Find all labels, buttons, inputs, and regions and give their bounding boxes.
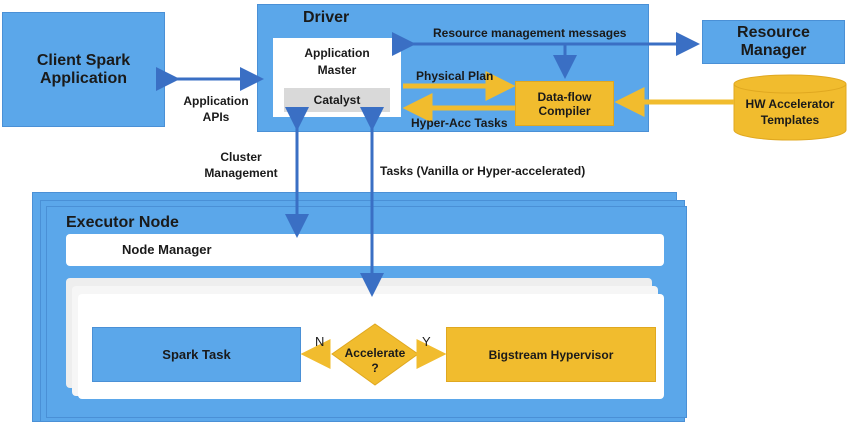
hyper-acc-tasks-label: Hyper-Acc Tasks <box>411 116 508 130</box>
client-spark-application: Client Spark Application <box>2 12 165 127</box>
app-master-line2: Master <box>317 63 357 77</box>
accelerate-decision-diamond <box>331 323 419 386</box>
executor-title: Executor Node <box>66 214 179 231</box>
client-line1: Client Spark <box>36 51 131 69</box>
tasks-label: Tasks (Vanilla or Hyper-accelerated) <box>380 164 586 178</box>
resource-messages-label: Resource management messages <box>433 26 627 40</box>
spark-task-box: Spark Task <box>92 327 301 382</box>
app-master-line1: Application <box>304 46 370 60</box>
resource-manager-box: Resource Manager <box>702 20 845 64</box>
dataflow-line1: Data-flow <box>537 89 592 104</box>
cluster-mgmt-label-1: Cluster <box>220 150 262 164</box>
decision-line1: Accelerate <box>344 346 406 360</box>
rm-line2: Manager <box>740 42 807 59</box>
app-apis-label-1: Application <box>183 94 249 108</box>
hypervisor-box: Bigstream Hypervisor <box>446 327 656 382</box>
no-label: N <box>315 334 325 349</box>
client-line2: Application <box>39 69 128 87</box>
spark-task-label: Spark Task <box>162 347 231 362</box>
yes-label: Y <box>422 334 431 349</box>
catalyst-label: Catalyst <box>313 93 361 107</box>
app-apis-label-2: APIs <box>202 110 230 124</box>
cluster-mgmt-label-2: Management <box>204 166 278 180</box>
decision-line2: ? <box>371 361 379 375</box>
physical-plan-label: Physical Plan <box>416 69 494 83</box>
hw-line2: Templates <box>760 113 820 127</box>
dataflow-compiler-box: Data-flow Compiler <box>515 81 614 126</box>
driver-title: Driver <box>303 9 350 26</box>
rm-line1: Resource <box>737 24 810 41</box>
node-manager-label: Node Manager <box>122 242 212 257</box>
hw-line1: HW Accelerator <box>745 97 835 111</box>
hypervisor-label: Bigstream Hypervisor <box>488 347 614 362</box>
dataflow-line2: Compiler <box>538 103 591 118</box>
hw-templates-cylinder <box>733 74 847 141</box>
